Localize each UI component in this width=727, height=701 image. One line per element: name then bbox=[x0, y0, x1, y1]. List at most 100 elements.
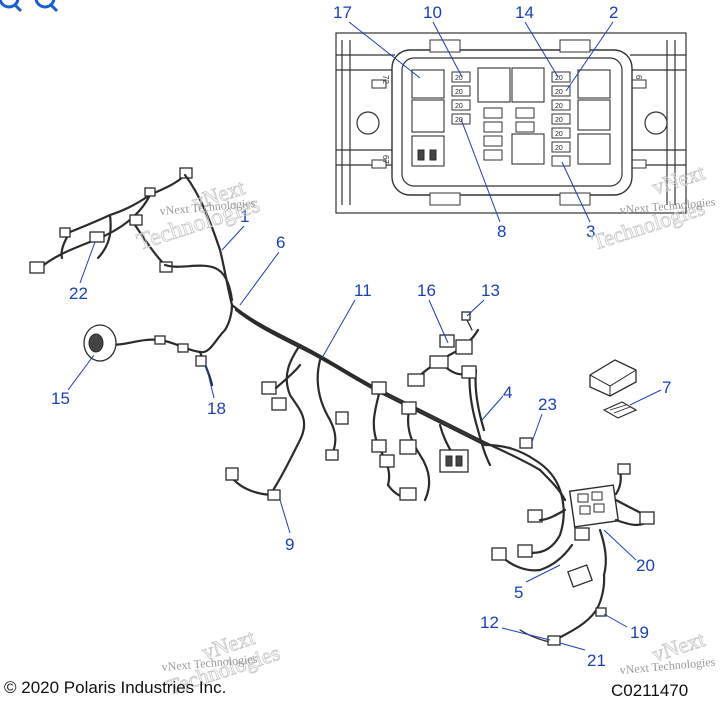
fuse-box-label-6: 6 bbox=[634, 75, 643, 80]
fuse bbox=[515, 107, 535, 119]
fuse-rating: 20 bbox=[555, 117, 563, 124]
fuse-rating: 20 bbox=[555, 131, 563, 138]
relay bbox=[411, 135, 445, 167]
connector bbox=[429, 355, 449, 369]
connector bbox=[461, 311, 471, 321]
connector bbox=[455, 339, 473, 355]
connector bbox=[325, 449, 339, 461]
relay bbox=[477, 67, 511, 103]
connector bbox=[129, 214, 143, 226]
connector bbox=[399, 487, 417, 501]
connector bbox=[547, 635, 561, 646]
fuse-rating: 20 bbox=[455, 89, 463, 96]
main-harness: 1 6 22 15 18 11 16 13 4 23 7 9 20 5 12 1… bbox=[29, 167, 671, 670]
fuse-rating: 20 bbox=[555, 103, 563, 110]
connector bbox=[261, 381, 277, 395]
connector bbox=[639, 511, 655, 525]
connector bbox=[567, 564, 593, 588]
fuse bbox=[451, 99, 471, 111]
connector bbox=[574, 527, 590, 541]
callout-18: 18 bbox=[207, 399, 226, 418]
fuse bbox=[483, 149, 503, 161]
callout-5: 5 bbox=[514, 583, 523, 602]
relay bbox=[411, 99, 445, 133]
relay bbox=[411, 69, 445, 99]
connector bbox=[527, 509, 543, 523]
zoom-out-icon[interactable] bbox=[34, 0, 59, 13]
connector bbox=[617, 463, 631, 475]
connector bbox=[195, 355, 207, 367]
callout-1: 1 bbox=[240, 207, 249, 226]
callout-9: 9 bbox=[285, 535, 294, 554]
fuse bbox=[551, 127, 571, 139]
callout-8: 8 bbox=[497, 222, 506, 241]
mount-hole-right bbox=[644, 111, 668, 135]
callout-4: 4 bbox=[503, 383, 512, 402]
callout-13: 13 bbox=[481, 281, 500, 300]
fuse bbox=[483, 121, 503, 133]
fuse bbox=[451, 71, 471, 83]
watermark-group: vNext Technologies vNext Technologies vN… bbox=[133, 159, 716, 700]
fuse-rating: 20 bbox=[555, 89, 563, 96]
callout-2: 2 bbox=[609, 3, 618, 22]
connector bbox=[595, 607, 607, 617]
fuse bbox=[451, 85, 471, 97]
fuse bbox=[551, 71, 571, 83]
fuse-column-center bbox=[483, 107, 535, 161]
connector bbox=[335, 411, 349, 425]
relay bbox=[511, 133, 545, 165]
relay bbox=[511, 67, 545, 103]
fuse-box-label-72: 72 bbox=[381, 75, 390, 84]
connector bbox=[401, 401, 417, 415]
fuse bbox=[483, 107, 503, 119]
zoom-in-icon[interactable] bbox=[0, 0, 23, 13]
callout-12: 12 bbox=[480, 613, 499, 632]
drawing-id: C0211470 bbox=[611, 681, 689, 700]
relay bbox=[577, 99, 611, 131]
fuse-box-inset: 72 67 6 20 20 20 20 bbox=[333, 3, 687, 241]
fuse-box-label-67: 67 bbox=[381, 155, 390, 164]
connector bbox=[519, 437, 533, 449]
fuse bbox=[551, 141, 571, 153]
connector bbox=[371, 439, 387, 453]
connector bbox=[271, 397, 287, 411]
connector bbox=[225, 467, 239, 481]
callout-17: 17 bbox=[333, 3, 352, 22]
callout-15: 15 bbox=[51, 389, 70, 408]
callout-11: 11 bbox=[354, 281, 372, 300]
connector bbox=[407, 373, 425, 387]
connector bbox=[371, 381, 387, 395]
connector bbox=[379, 454, 395, 468]
connector bbox=[59, 227, 71, 238]
callout-14: 14 bbox=[515, 3, 534, 22]
fuse bbox=[551, 155, 571, 167]
connector bbox=[461, 365, 477, 379]
connector bbox=[154, 335, 166, 345]
rear-fuse-box bbox=[568, 484, 620, 528]
callout-21: 21 bbox=[587, 651, 606, 670]
fuse-rating: 20 bbox=[455, 103, 463, 110]
connector bbox=[399, 439, 417, 455]
fuse-rating: 20 bbox=[555, 75, 563, 82]
fuse bbox=[551, 85, 571, 97]
relay bbox=[577, 133, 611, 165]
connector bbox=[491, 547, 507, 561]
fuse-rating: 20 bbox=[455, 75, 463, 82]
connector bbox=[144, 187, 156, 197]
connector bbox=[177, 343, 189, 353]
mount-hole-left bbox=[356, 111, 380, 135]
fuse bbox=[483, 135, 503, 147]
callout-23: 23 bbox=[538, 395, 557, 414]
callout-10: 10 bbox=[423, 3, 442, 22]
callout-19: 19 bbox=[630, 623, 649, 642]
copyright-notice: © 2020 Polaris Industries Inc. bbox=[4, 678, 227, 697]
connector bbox=[29, 261, 45, 274]
connector bbox=[517, 544, 533, 558]
connector bbox=[89, 231, 105, 243]
callout-3: 3 bbox=[586, 222, 595, 241]
relay bbox=[577, 69, 611, 99]
fuse bbox=[551, 99, 571, 111]
connector bbox=[267, 489, 281, 501]
module-7 bbox=[589, 359, 638, 419]
